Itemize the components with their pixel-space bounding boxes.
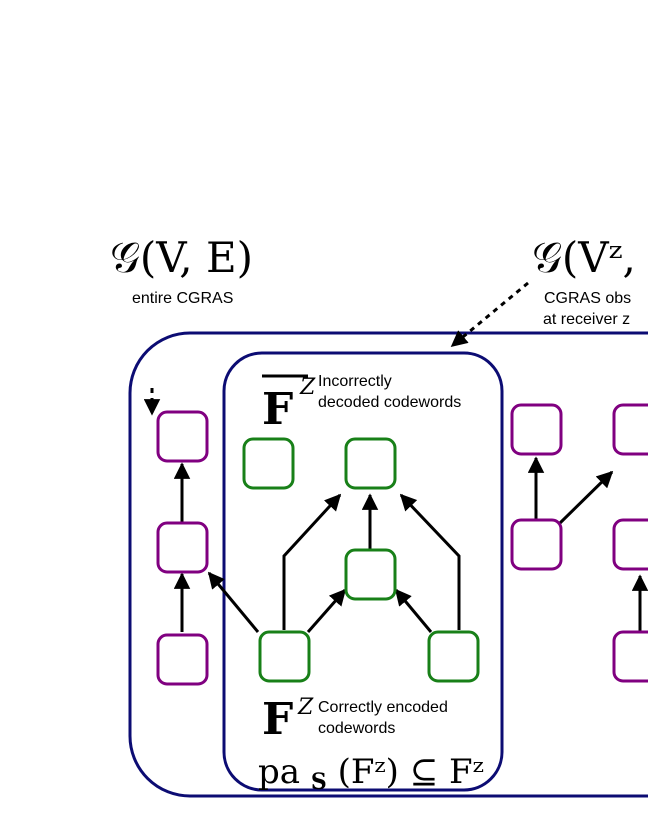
fbar-caption-1: Incorrectly (318, 373, 392, 390)
formula-rest: (Fᶻ) ⊆ Fᶻ (338, 752, 484, 792)
formula-subscript: S (311, 769, 327, 795)
inner-nodes (242, 437, 480, 683)
edge (399, 493, 461, 630)
edge (394, 588, 433, 633)
node (156, 633, 209, 686)
graph-label-right-caption-2: at receiver z (543, 311, 630, 328)
edge (282, 493, 342, 630)
node (612, 518, 648, 571)
node (612, 403, 648, 456)
graph-label-right-caption-1: CGRAS obs (544, 290, 631, 307)
inner-graph-region (222, 351, 504, 792)
graph-label-right: 𝒢(Vᶻ, (532, 233, 636, 282)
node (242, 437, 295, 490)
node (612, 630, 648, 683)
f-caption-2: codewords (318, 720, 395, 737)
graph-label-left-caption: entire CGRAS (132, 290, 233, 307)
edge (207, 571, 260, 633)
node (427, 630, 480, 683)
f-symbol: F (262, 694, 293, 745)
fbar-superscript: Z (299, 375, 316, 400)
edge (306, 588, 347, 633)
fbar-caption-2: decoded codewords (318, 394, 461, 411)
outer-graph-region (128, 331, 648, 798)
graph-label-left: 𝒢(V, E) (110, 233, 253, 282)
node (156, 521, 209, 574)
fbar-symbol: F (262, 384, 293, 435)
edge (558, 470, 614, 525)
right-pointer-arrow (450, 281, 529, 348)
node (510, 403, 563, 456)
f-caption-1: Correctly encoded (318, 699, 448, 716)
f-superscript: Z (297, 695, 314, 720)
formula-pa: pa (258, 752, 300, 792)
other-nodes (156, 403, 648, 686)
parent-subset-formula: pa S (Fᶻ) ⊆ Fᶻ (258, 752, 484, 798)
node (344, 548, 397, 601)
node (258, 630, 311, 683)
node (344, 437, 397, 490)
edges (173, 456, 648, 633)
node (156, 410, 209, 463)
node (510, 518, 563, 571)
